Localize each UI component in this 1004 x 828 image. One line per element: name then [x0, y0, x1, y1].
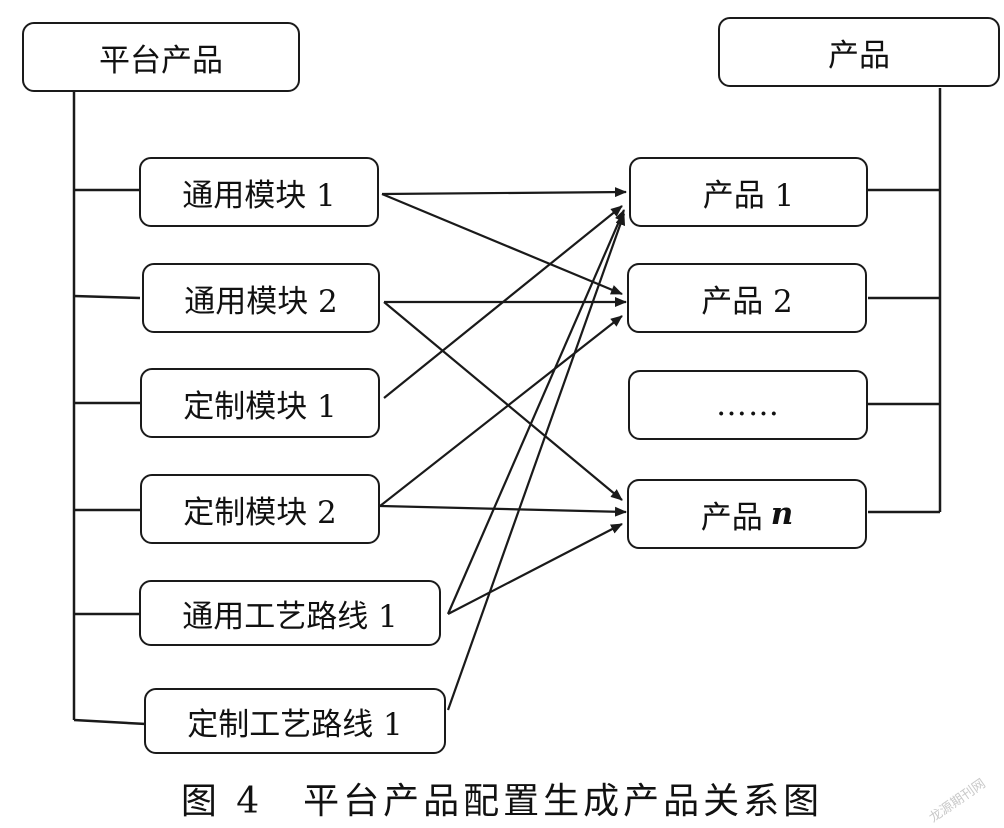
relation-arrow [383, 301, 623, 501]
module-label: 通用模块 2 [184, 283, 338, 320]
module-box-general-route-1: 通用工艺路线 1 [139, 580, 441, 646]
relation-arrow [383, 205, 623, 399]
figure-caption: 图 4 平台产品配置生成产品关系图 [180, 781, 824, 822]
relation-arrow [381, 187, 627, 198]
product-header-label: 产品 [828, 37, 890, 74]
module-label: 定制工艺路线 1 [187, 706, 403, 743]
product-box-2: 产品 2 [627, 263, 867, 333]
product-box-1: 产品 1 [629, 157, 868, 227]
product-label: 产品 [700, 499, 763, 536]
relation-arrow [379, 315, 623, 507]
module-box-custom-2: 定制模块 2 [140, 474, 380, 544]
product-header-box: 产品 [718, 17, 1000, 87]
product-box-ellipsis: …… [628, 370, 868, 440]
product-label: 产品 1 [702, 177, 795, 214]
platform-product-label: 平台产品 [99, 42, 223, 79]
platform-product-box: 平台产品 [22, 22, 300, 92]
relation-arrow [379, 504, 627, 517]
module-box-general-2: 通用模块 2 [142, 263, 380, 333]
product-box-n: 产品 n [627, 479, 867, 549]
relation-arrow [446, 209, 626, 615]
left-branch-line [73, 294, 141, 300]
module-box-custom-1: 定制模块 1 [140, 368, 380, 438]
module-label: 通用模块 1 [182, 177, 336, 214]
module-label: 定制模块 1 [183, 388, 337, 425]
relation-arrow [446, 213, 626, 711]
module-label: 定制模块 2 [183, 494, 337, 531]
module-box-custom-route-1: 定制工艺路线 1 [144, 688, 446, 754]
product-variable-n: n [770, 496, 794, 532]
product-label: 产品 2 [701, 283, 793, 320]
module-label: 通用工艺路线 1 [182, 598, 398, 635]
module-box-general-1: 通用模块 1 [139, 157, 379, 227]
relation-arrow [447, 523, 623, 615]
relation-arrow [381, 192, 623, 296]
ellipsis-label: …… [716, 387, 780, 423]
left-branch-line [73, 718, 147, 726]
